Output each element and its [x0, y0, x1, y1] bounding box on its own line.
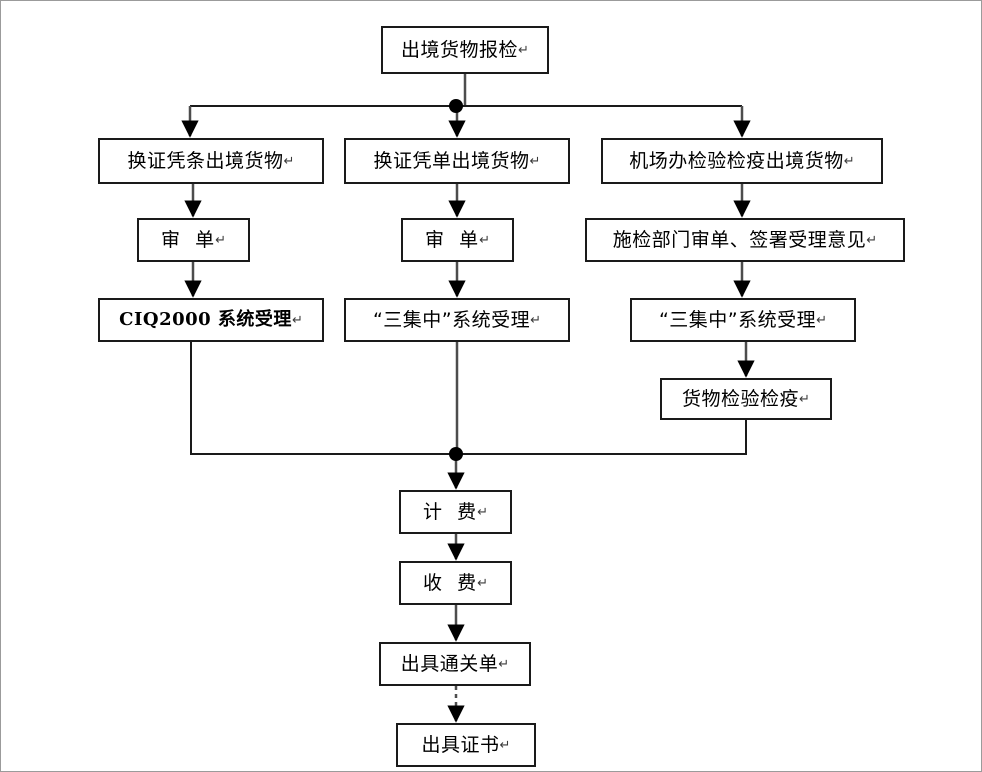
node-start[interactable]: 出境货物报检↵: [381, 26, 549, 74]
node-branch-a[interactable]: 换证凭条出境货物↵: [98, 138, 324, 184]
junction-dot-merge: [449, 447, 463, 461]
node-billing-label: 计 费: [423, 500, 478, 523]
node-review-a-label: 审 单: [161, 228, 216, 251]
node-review-c[interactable]: 施检部门审单、签署受理意见↵: [585, 218, 905, 262]
node-inspection[interactable]: 货物检验检疫↵: [660, 378, 832, 420]
return-mark: ↵: [866, 232, 878, 248]
node-start-label: 出境货物报检: [401, 38, 519, 61]
node-system-c-label: “三集中”系统受理: [658, 308, 817, 331]
node-clearance[interactable]: 出具通关单↵: [379, 642, 531, 686]
return-mark: ↵: [498, 656, 510, 672]
return-mark: ↵: [477, 504, 488, 520]
return-mark: ↵: [530, 312, 542, 328]
node-system-a-label: CIQ2000 系统受理: [119, 309, 292, 330]
node-review-b-label: 审 单: [425, 228, 480, 251]
node-review-a[interactable]: 审 单↵: [137, 218, 250, 262]
node-payment-label: 收 费: [423, 571, 478, 594]
node-system-b[interactable]: “三集中”系统受理↵: [344, 298, 570, 342]
return-mark: ↵: [283, 153, 295, 169]
node-system-c[interactable]: “三集中”系统受理↵: [630, 298, 856, 342]
return-mark: ↵: [518, 42, 529, 58]
return-mark: ↵: [477, 575, 488, 591]
return-mark: ↵: [215, 232, 226, 248]
return-mark: ↵: [816, 312, 828, 328]
edge-inspection-to-merge: [457, 420, 747, 455]
return-mark: ↵: [799, 391, 810, 407]
node-review-c-label: 施检部门审单、签署受理意见: [612, 228, 867, 251]
junction-dot-fanout: [449, 99, 463, 113]
node-inspection-label: 货物检验检疫: [682, 387, 800, 410]
node-branch-c-label: 机场办检验检疫出境货物: [629, 149, 844, 172]
return-mark: ↵: [479, 232, 490, 248]
node-clearance-label: 出具通关单: [400, 652, 499, 675]
edge-system-a-to-merge: [190, 342, 456, 455]
node-certificate-label: 出具证书: [421, 733, 500, 756]
return-mark: ↵: [843, 153, 855, 169]
node-review-b[interactable]: 审 单↵: [401, 218, 514, 262]
node-billing[interactable]: 计 费↵: [399, 490, 512, 534]
return-mark: ↵: [291, 312, 303, 328]
node-system-b-label: “三集中”系统受理: [372, 308, 531, 331]
node-branch-b-label: 换证凭单出境货物: [373, 149, 530, 172]
node-branch-c[interactable]: 机场办检验检疫出境货物↵: [601, 138, 883, 184]
return-mark: ↵: [499, 737, 511, 753]
node-system-a[interactable]: CIQ2000 系统受理↵: [98, 298, 324, 342]
node-payment[interactable]: 收 费↵: [399, 561, 512, 605]
node-certificate[interactable]: 出具证书↵: [396, 723, 536, 767]
node-branch-a-label: 换证凭条出境货物: [127, 149, 284, 172]
node-branch-b[interactable]: 换证凭单出境货物↵: [344, 138, 570, 184]
return-mark: ↵: [529, 153, 541, 169]
